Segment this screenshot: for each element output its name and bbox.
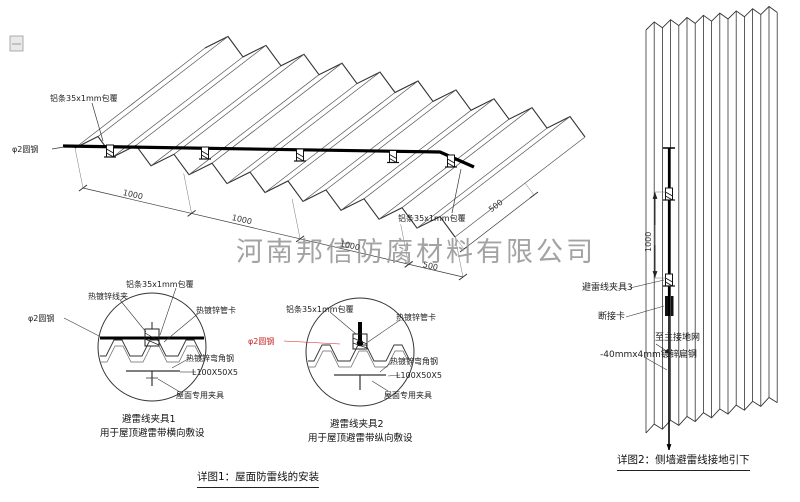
caption-figure-2: 详图2：侧墙避雷线接地引下 [617,452,750,471]
wall-leaders [625,279,672,371]
wall-label-flat-steel: -40mmx4mm镀锌扁钢 [600,350,697,360]
wall-label-clamp3: 避雷线夹具3 [582,283,633,293]
roof-dimensions [74,147,539,281]
label-aluminum-strip-top: 铝条35x1mm包覆 [50,94,118,103]
d2-subtitle: 用于屋顶避雷带纵向敷设 [308,433,413,444]
detail-circle-1 [63,287,207,402]
label-aluminum-strip-right: 铝条35x1mm包覆 [398,214,466,223]
detail-circle-2 [283,297,415,407]
wall-dimension [652,191,666,279]
wall-corrugated-panel [645,5,778,434]
d1-label-pipe-clamp: 热镀锌管卡 [196,306,236,315]
wall-dim-1000: 1000 [644,231,653,252]
d2-label-pipe-clamp: 热镀锌管卡 [396,313,436,322]
d2-label-angle-size: L100X50X5 [396,371,442,380]
wall-wire-group [663,147,675,451]
corner-mark [9,35,24,52]
d2-label-aluminum-strip: 铝条35x1mm包覆 [286,305,354,314]
d1-title: 避雷线夹具1 [122,414,176,425]
company-watermark: 河南邦信防腐材料有限公司 [236,237,596,268]
d1-subtitle: 用于屋顶避雷带横向敷设 [100,428,205,439]
d1-label-roof-fixture: 屋面专用夹具 [176,391,224,400]
d1-label-angle-size: L100X50X5 [192,368,238,377]
d1-label-round-steel: φ2圆钢 [28,314,55,323]
wall-label-to-ground: 至主接地网 [655,333,701,343]
wall-label-disconnect: 断接卡 [598,312,626,322]
d1-label-aluminum-strip: 铝条35x1mm包覆 [126,280,194,289]
d2-title: 避雷线夹具2 [330,419,384,430]
lightning-wire-roof [62,144,475,169]
d1-label-wire-clamp: 热镀锌线夹 [88,292,128,301]
roof-leaders [51,102,462,214]
roof-corrugated-sheet [74,35,586,238]
d2-label-angle-steel: 热镀锌弯角钢 [390,357,438,366]
caption-figure-1: 详图1：屋面防雷线的安装 [197,469,320,488]
d2-label-round-steel: φ2圆钢 [248,337,275,346]
label-round-steel-roof: φ2圆钢 [12,145,39,154]
d2-label-roof-fixture: 屋面专用夹具 [384,391,432,400]
d1-label-angle-steel: 热镀锌弯角钢 [186,354,234,363]
wire-clamps-roof [104,144,457,168]
